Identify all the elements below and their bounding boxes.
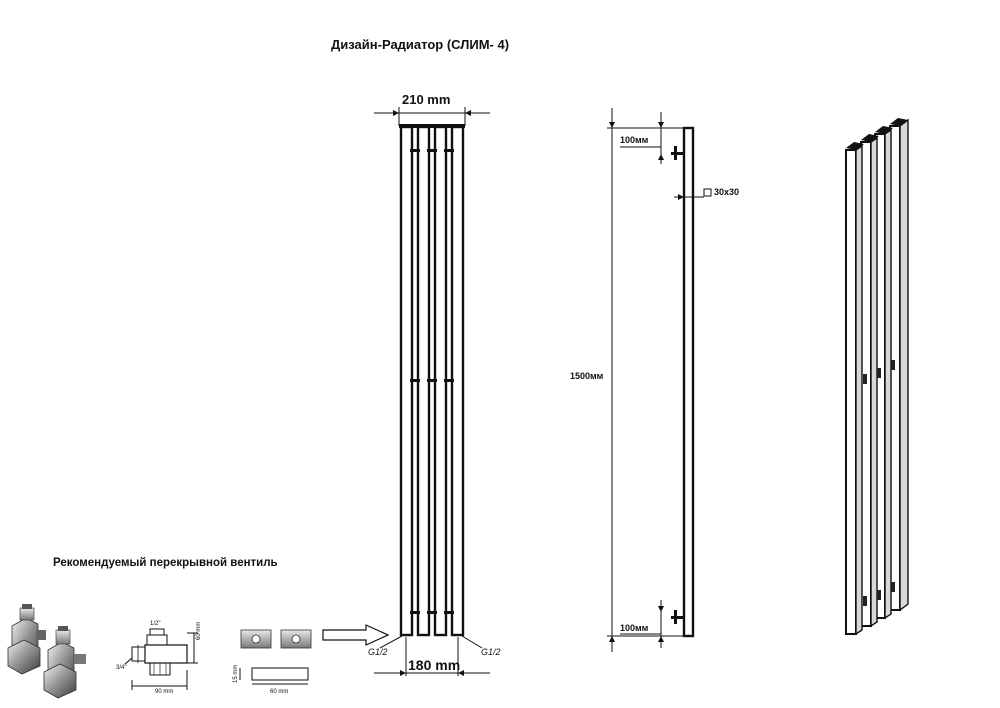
profile-label: 30x30 <box>714 187 740 197</box>
bottom-offset-label: 100мм <box>620 623 649 633</box>
front-view <box>374 107 490 676</box>
left-connection-label: G1/2 <box>368 647 388 657</box>
bottom-width-label: 180 mm <box>408 657 461 673</box>
valve-drawing <box>124 628 198 690</box>
perspective-view <box>845 118 909 636</box>
height-label: 1500мм <box>570 371 604 381</box>
right-connection-label: G1/2 <box>481 647 501 657</box>
arrow-icon <box>322 624 390 646</box>
cover-width-label: 60 mm <box>270 689 289 695</box>
valve-pipe-top-label: 1/2" <box>150 621 161 627</box>
top-offset-label: 100мм <box>620 135 649 145</box>
cover-plates <box>239 629 312 685</box>
valve-width-label: 90 mm <box>155 689 174 695</box>
valve-heading: Рекомендуемый перекрывной вентиль <box>53 557 278 569</box>
side-view <box>607 108 712 652</box>
top-width-label: 210 mm <box>402 92 451 107</box>
valve-pipe-side-label: 3/4" <box>116 665 127 671</box>
valve-photo <box>7 604 86 699</box>
page-title: Дизайн-Радиатор (СЛИМ- 4) <box>331 37 510 52</box>
